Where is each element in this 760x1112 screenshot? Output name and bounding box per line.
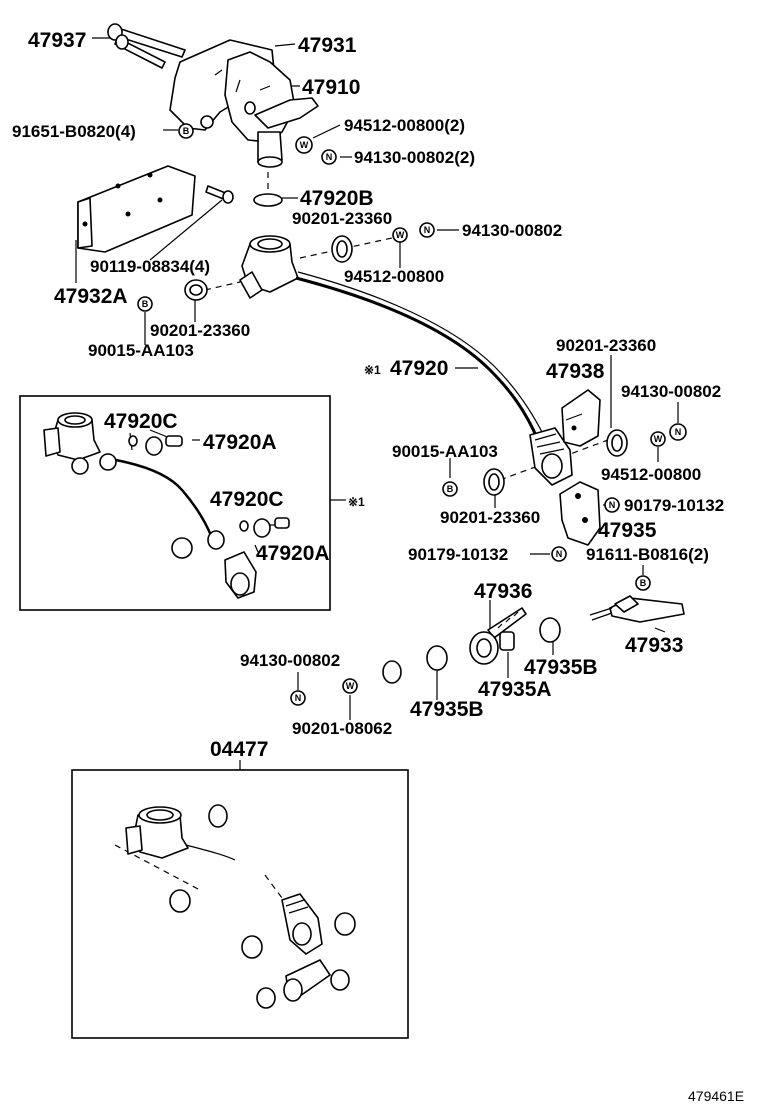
label-90179a: 90179-10132 bbox=[624, 496, 724, 515]
symbol-text: B bbox=[447, 484, 454, 494]
label-47935B-2: 47935B bbox=[410, 698, 484, 721]
label-47920A-1: 47920A bbox=[203, 431, 277, 454]
figure-code: 479461E bbox=[688, 1088, 744, 1104]
label-47938: 47938 bbox=[546, 360, 605, 383]
label-47935A: 47935A bbox=[478, 678, 552, 701]
symbol-bolt-3: B bbox=[442, 481, 458, 497]
label-47920A-2: 47920A bbox=[256, 542, 330, 565]
symbol-text: N bbox=[675, 427, 682, 437]
symbol-text: N bbox=[556, 549, 563, 559]
leader-lines bbox=[75, 37, 679, 770]
label-90201b: 90201-23360 bbox=[150, 321, 250, 340]
label-94512c: 94512-00800 bbox=[601, 465, 701, 484]
symbol-washer-3: W bbox=[650, 431, 666, 447]
ref-mark-2: ※1 bbox=[348, 495, 365, 509]
label-94130b: 94130-00802 bbox=[462, 221, 562, 240]
label-94512b: 94512-00800 bbox=[344, 267, 444, 286]
label-90119: 90119-08834(4) bbox=[90, 257, 210, 276]
inset-box-ref1 bbox=[19, 395, 331, 611]
label-47932A: 47932A bbox=[54, 285, 128, 308]
label-47937: 47937 bbox=[28, 29, 86, 52]
label-90201a: 90201-23360 bbox=[292, 209, 392, 228]
label-90015b: 90015-AA103 bbox=[392, 442, 498, 461]
label-91611: 91611-B0816(2) bbox=[586, 545, 709, 564]
bracket-47935-icon bbox=[559, 481, 601, 546]
label-94130a: 94130-00802(2) bbox=[354, 148, 475, 167]
washer-90201-right-inner-icon bbox=[611, 434, 623, 452]
symbol-nut-2: N bbox=[419, 222, 435, 238]
label-47935B-1: 47935B bbox=[524, 656, 598, 679]
grommet-row-icon bbox=[382, 617, 561, 684]
valve-47910-icon bbox=[169, 39, 319, 168]
symbol-text: N bbox=[609, 500, 616, 510]
label-90201c: 90201-23360 bbox=[556, 336, 656, 355]
symbol-text: B bbox=[183, 126, 190, 136]
label-94130c: 94130-00802 bbox=[621, 382, 721, 401]
washer-90201-left-inner-icon bbox=[189, 284, 203, 296]
label-47920C-2: 47920C bbox=[210, 488, 284, 511]
label-47920B: 47920B bbox=[300, 187, 374, 210]
symbol-bolt-4: B bbox=[635, 575, 651, 591]
inset-cable-icon bbox=[43, 412, 290, 599]
washer-90201-lower-inner-icon bbox=[488, 473, 500, 491]
bolt-90119-icon bbox=[205, 185, 234, 204]
label-47931: 47931 bbox=[298, 34, 357, 57]
symbol-bolt-1: B bbox=[178, 123, 194, 139]
label-47910: 47910 bbox=[302, 76, 360, 99]
label-90201e: 90201-08062 bbox=[292, 719, 392, 738]
label-47935: 47935 bbox=[598, 519, 657, 542]
bracket-47932A-icon bbox=[77, 165, 196, 253]
symbol-text: B bbox=[640, 578, 647, 588]
label-47936: 47936 bbox=[474, 580, 532, 603]
label-94512a: 94512-00800(2) bbox=[344, 116, 465, 135]
kit-box-04477 bbox=[71, 769, 409, 1039]
label-90015a: 90015-AA103 bbox=[88, 341, 194, 360]
symbol-nut-6: N bbox=[290, 690, 306, 706]
washer-90201-upper-inner-icon bbox=[336, 240, 348, 258]
ref-mark-1: ※1 bbox=[364, 363, 381, 377]
symbol-nut-3: N bbox=[669, 423, 687, 441]
symbol-nut-4: N bbox=[604, 497, 620, 513]
bolt-47937-icon bbox=[107, 23, 186, 69]
symbol-washer-2: W bbox=[392, 227, 408, 243]
label-47920: 47920 bbox=[390, 357, 448, 380]
label-90179b: 90179-10132 bbox=[408, 545, 508, 564]
symbol-washer-4: W bbox=[342, 678, 358, 694]
label-47933: 47933 bbox=[625, 634, 683, 657]
symbol-text: B bbox=[142, 299, 149, 309]
symbol-text: W bbox=[654, 434, 663, 444]
symbol-text: N bbox=[295, 693, 302, 703]
symbol-text: N bbox=[326, 152, 333, 162]
seal-47920B-icon bbox=[253, 193, 283, 207]
bracket-47933-icon bbox=[589, 595, 685, 623]
kit-parts-icon bbox=[125, 804, 356, 1009]
label-94130d: 94130-00802 bbox=[240, 651, 340, 670]
label-47920C-1: 47920C bbox=[104, 410, 178, 433]
label-90201d: 90201-23360 bbox=[440, 508, 540, 527]
symbol-text: N bbox=[424, 225, 431, 235]
symbol-text: W bbox=[396, 230, 405, 240]
symbol-nut-5: N bbox=[551, 546, 567, 562]
label-91651: 91651-B0820(4) bbox=[12, 122, 136, 141]
label-04477: 04477 bbox=[210, 738, 268, 761]
bolt-47936-icon bbox=[469, 607, 527, 665]
symbol-text: W bbox=[300, 140, 309, 150]
cable-head-upper-icon bbox=[239, 235, 299, 299]
cover-47938-icon bbox=[561, 389, 601, 447]
symbol-nut-1: N bbox=[321, 149, 337, 165]
cable-47920-icon bbox=[295, 271, 573, 486]
symbol-text: W bbox=[346, 681, 355, 691]
symbol-washer-1: W bbox=[295, 136, 313, 154]
symbol-bolt-2: B bbox=[137, 296, 153, 312]
